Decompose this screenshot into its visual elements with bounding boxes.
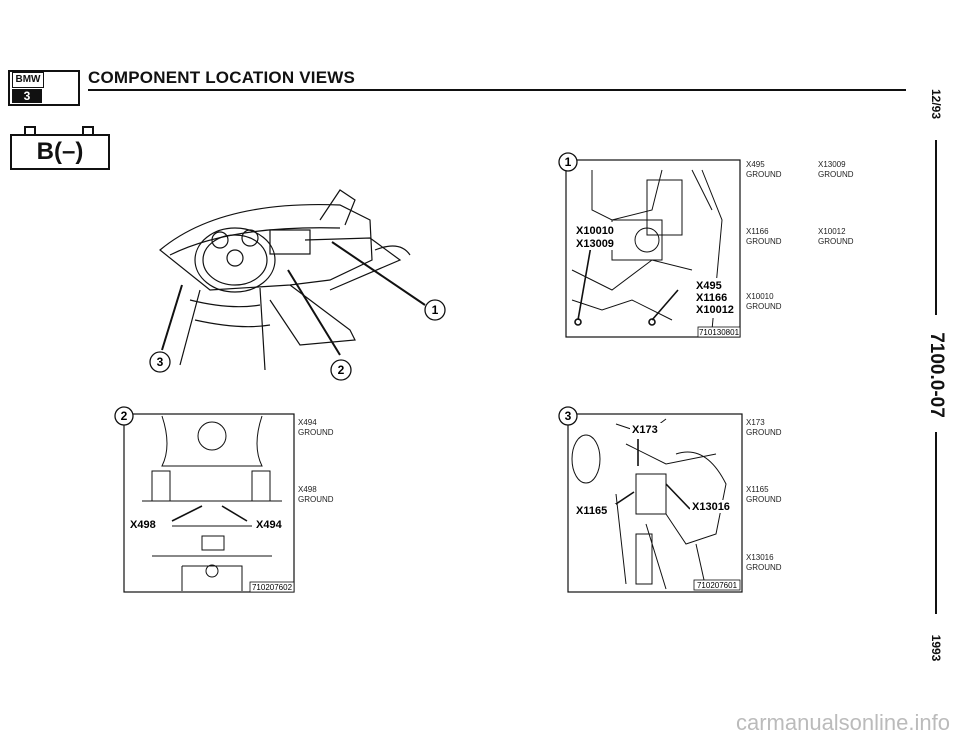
legend-desc: GROUND [746,170,782,179]
legend-code: X10012 [818,227,846,236]
watermark: carmanualsonline.info [735,710,950,735]
detail-3-label-x13016: X13016 [692,501,730,513]
detail-1-number: 1 [565,155,572,169]
legend-code: X13016 [746,553,774,562]
legend-desc: GROUND [818,170,854,179]
side-rule-bottom [935,432,937,614]
detail-1-illustration: 1 X10010 X13009 X495 X1166 X10012 710130… [558,152,741,338]
callout-3 [149,351,171,373]
side-doc-number: 7100.0-07 [926,332,947,418]
detail-1-label-x13009: X13009 [576,238,614,250]
logo-brand: BMW [12,72,44,88]
page-title: COMPONENT LOCATION VIEWS [88,68,356,87]
ground-symbol: B(–) [10,126,110,170]
side-year: 1993 [929,634,943,662]
callout-leaders [161,241,426,356]
legend-desc: GROUND [746,302,782,311]
detail-2-label-x498: X498 [130,519,156,531]
overview-illustration: 1 2 3 [149,189,446,381]
legend-desc: GROUND [746,563,782,572]
legend-code: X1166 [746,227,769,236]
detail-3-image-id: 710207601 [697,581,738,590]
callout-1-label: 1 [432,303,439,317]
side-date: 12/93 [929,88,943,120]
detail-3-number: 3 [565,409,572,423]
legend-code: X173 [746,418,765,427]
detail-1-label-x495: X495 [696,280,722,292]
detail-1-label-x10012: X10012 [696,304,734,316]
detail-2-number: 2 [121,409,128,423]
terminal-right [82,126,94,134]
legend-desc: GROUND [746,428,782,437]
detail-3-label-x173: X173 [632,424,658,436]
logo-model: 3 [12,89,42,103]
dashboard-drawing [159,189,411,371]
detail-2-image-id: 710207602 [252,583,293,592]
legend-desc: GROUND [746,495,782,504]
detail-2-illustration: 2 X498 X494 710207602 [114,406,295,593]
detail-1-image-id: 710130801 [699,328,740,337]
callout-3-label: 3 [157,355,164,369]
legend-code: X1165 [746,485,769,494]
legend-code: X494 [298,418,317,427]
legend-code: X13009 [818,160,846,169]
legend-code: X10010 [746,292,774,301]
terminal-left [24,126,36,134]
legend-desc: GROUND [298,495,334,504]
legend-desc: GROUND [298,428,334,437]
detail-1-label-x10010: X10010 [576,225,614,237]
ground-symbol-label: B(–) [10,134,110,170]
title-rule [88,89,906,91]
legend-desc: GROUND [746,237,782,246]
callout-2-label: 2 [338,363,345,377]
detail-2-label-x494: X494 [256,519,283,531]
legend-code: X498 [298,485,317,494]
legend-code: X495 [746,160,765,169]
legend-desc: GROUND [818,237,854,246]
detail-3-label-x1165: X1165 [576,505,607,517]
callout-2 [330,359,352,381]
callout-1 [424,299,446,321]
detail-3-illustration: 3 X173 X1165 X13016 710207601 [558,406,743,593]
detail-1-label-x1166: X1166 [696,292,727,304]
side-rule-top [935,140,937,315]
bmw-logo: BMW 3 [8,70,80,106]
